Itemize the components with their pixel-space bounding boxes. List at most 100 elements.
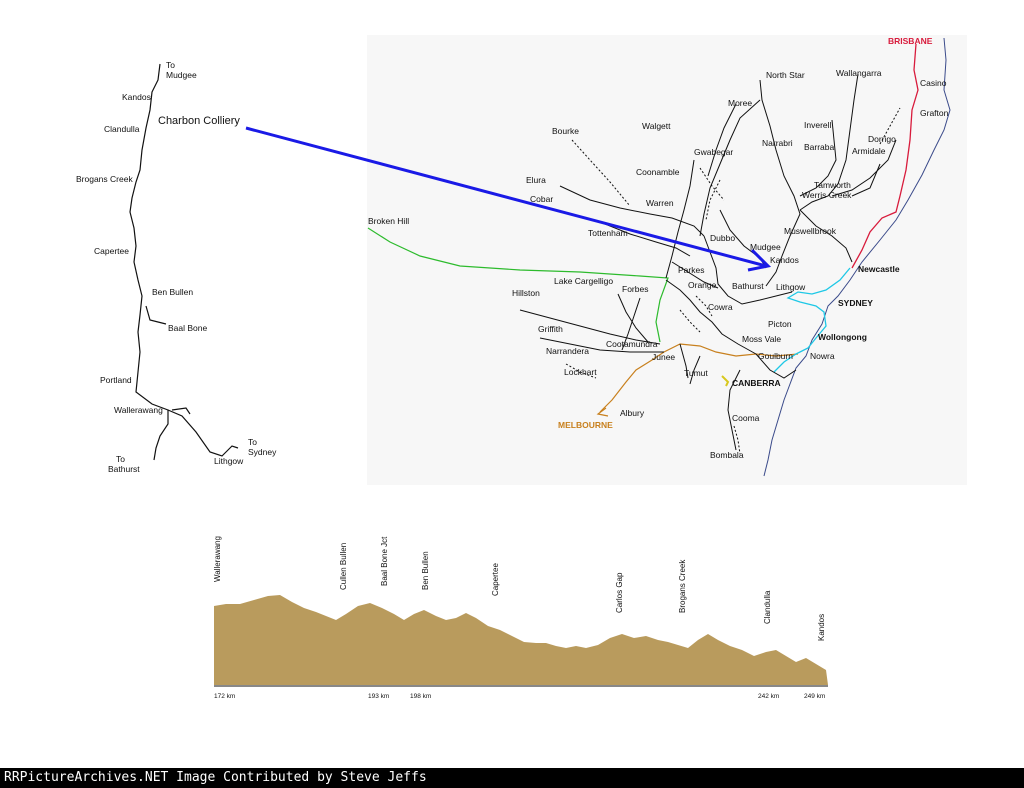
km-242: 242 km — [758, 693, 779, 700]
coastline — [763, 37, 951, 477]
strip-ben-bullen: Ben Bullen — [152, 287, 193, 297]
elevation-profile — [214, 595, 828, 687]
melbourne-arrowhead — [596, 407, 609, 417]
town-walgett: Walgett — [642, 121, 671, 131]
town-tumut: Tumut — [684, 368, 708, 378]
km-172: 172 km — [214, 693, 235, 700]
profile-km-labels: 172 km 193 km 198 km 242 km 249 km — [214, 693, 825, 700]
broken-hill-line — [367, 227, 669, 343]
profile-carlos-gap: Carlos Gap — [615, 572, 624, 613]
town-cowra: Cowra — [708, 302, 733, 312]
strip-brogans-creek: Brogans Creek — [76, 174, 133, 184]
town-cootamundra: Cootamundra — [606, 339, 658, 349]
strip-clandulla: Clandulla — [104, 124, 140, 134]
strip-main-line — [129, 63, 169, 461]
town-cobar: Cobar — [530, 194, 553, 204]
town-lake-cargelligo: Lake Cargelligo — [554, 276, 613, 286]
town-nowra: Nowra — [810, 351, 835, 361]
strip-to-bathurst-2: Bathurst — [108, 464, 140, 474]
town-parkes: Parkes — [678, 265, 704, 275]
town-casino: Casino — [920, 78, 947, 88]
town-mudgee: Mudgee — [750, 242, 781, 252]
town-lockhart: Lockhart — [564, 367, 597, 377]
strip-lithgow: Lithgow — [214, 456, 244, 466]
canberra-spur — [721, 375, 730, 387]
town-narrandera: Narrandera — [546, 346, 589, 356]
town-barraba: Barraba — [804, 142, 835, 152]
town-wollongong: Wollongong — [818, 332, 867, 342]
town-bathurst: Bathurst — [732, 281, 764, 291]
km-198: 198 km — [410, 693, 431, 700]
strip-kandos: Kandos — [122, 92, 151, 102]
profile-ben-bullen: Ben Bullen — [421, 551, 430, 590]
strip-wallerawang: Wallerawang — [114, 405, 163, 415]
town-canberra: CANBERRA — [732, 378, 781, 388]
profile-brogans-creek: Brogans Creek — [678, 559, 687, 613]
town-gwabegar: Gwabegar — [694, 147, 733, 157]
town-forbes: Forbes — [622, 284, 648, 294]
strip-to-mudgee-2: Mudgee — [166, 70, 197, 80]
strip-wallerawang-spur — [171, 407, 191, 415]
town-junee: Junee — [652, 352, 675, 362]
town-sydney: SYDNEY — [838, 298, 873, 308]
strip-map — [129, 63, 239, 461]
town-bombala: Bombala — [710, 450, 744, 460]
town-brisbane: BRISBANE — [888, 36, 933, 46]
town-newcastle: Newcastle — [858, 264, 900, 274]
coastal-line — [773, 267, 851, 373]
town-orange: Orange — [688, 280, 717, 290]
profile-kandos: Kandos — [817, 614, 826, 641]
town-dorrigo: Dorrigo — [868, 134, 896, 144]
strip-portland: Portland — [100, 375, 132, 385]
town-werris-creek: Werris Creek — [802, 190, 852, 200]
profile-fill — [214, 595, 828, 685]
map-canvas: To Mudgee Kandos Clandulla Brogans Creek… — [76, 36, 951, 700]
town-warren: Warren — [646, 198, 674, 208]
town-melbourne: MELBOURNE — [558, 420, 613, 430]
town-tamworth: Tamworth — [814, 180, 851, 190]
nsw-town-labels: BRISBANE North Star Wallangarra Casino M… — [368, 36, 949, 460]
km-249: 249 km — [804, 693, 825, 700]
town-inverell: Inverell — [804, 120, 832, 130]
profile-wallerawang: Wallerawang — [213, 536, 222, 582]
strip-labels: To Mudgee Kandos Clandulla Brogans Creek… — [76, 60, 277, 474]
town-broken-hill: Broken Hill — [368, 216, 409, 226]
town-cooma: Cooma — [732, 413, 760, 423]
strip-capertee: Capertee — [94, 246, 129, 256]
charbon-colliery-callout: Charbon Colliery — [158, 115, 240, 127]
strip-baal-bone-spur — [145, 305, 167, 325]
strip-to-sydney-2: Sydney — [248, 447, 277, 457]
profile-cullen-bullen: Cullen Bullen — [339, 543, 348, 590]
town-narrabri: Narrabri — [762, 138, 793, 148]
town-north-star: North Star — [766, 70, 805, 80]
credit-footer: RRPictureArchives.NET Image Contributed … — [0, 768, 1024, 788]
town-moss-vale: Moss Vale — [742, 334, 781, 344]
km-193: 193 km — [368, 693, 389, 700]
town-armidale: Armidale — [852, 146, 886, 156]
strip-baal-bone: Baal Bone — [168, 323, 207, 333]
town-griffith: Griffith — [538, 324, 563, 334]
profile-capertee: Capertee — [491, 563, 500, 596]
town-muswellbrook: Muswellbrook — [784, 226, 837, 236]
town-elura: Elura — [526, 175, 546, 185]
town-moree: Moree — [728, 98, 752, 108]
town-picton: Picton — [768, 319, 792, 329]
town-tottenham: Tottenham — [588, 228, 628, 238]
strip-to-sydney-1: To — [248, 437, 257, 447]
strip-to-mudgee-1: To — [166, 60, 175, 70]
colliery-arrow — [245, 126, 767, 268]
brisbane-line — [851, 43, 919, 269]
town-coonamble: Coonamble — [636, 167, 680, 177]
profile-baal-bone-jct: Baal Bone Jct — [380, 536, 389, 586]
town-wallangarra: Wallangarra — [836, 68, 882, 78]
town-bourke: Bourke — [552, 126, 579, 136]
town-goulburn: Goulburn — [758, 351, 793, 361]
strip-to-bathurst-1: To — [116, 454, 125, 464]
town-dubbo: Dubbo — [710, 233, 735, 243]
nsw-rail-map — [245, 37, 951, 477]
strip-lithgow-branch — [167, 409, 239, 457]
profile-station-labels: Wallerawang Cullen Bullen Baal Bone Jct … — [213, 536, 826, 641]
town-kandos: Kandos — [770, 255, 799, 265]
colliery-arrowhead — [747, 248, 772, 272]
profile-clandulla: Clandulla — [763, 590, 772, 624]
